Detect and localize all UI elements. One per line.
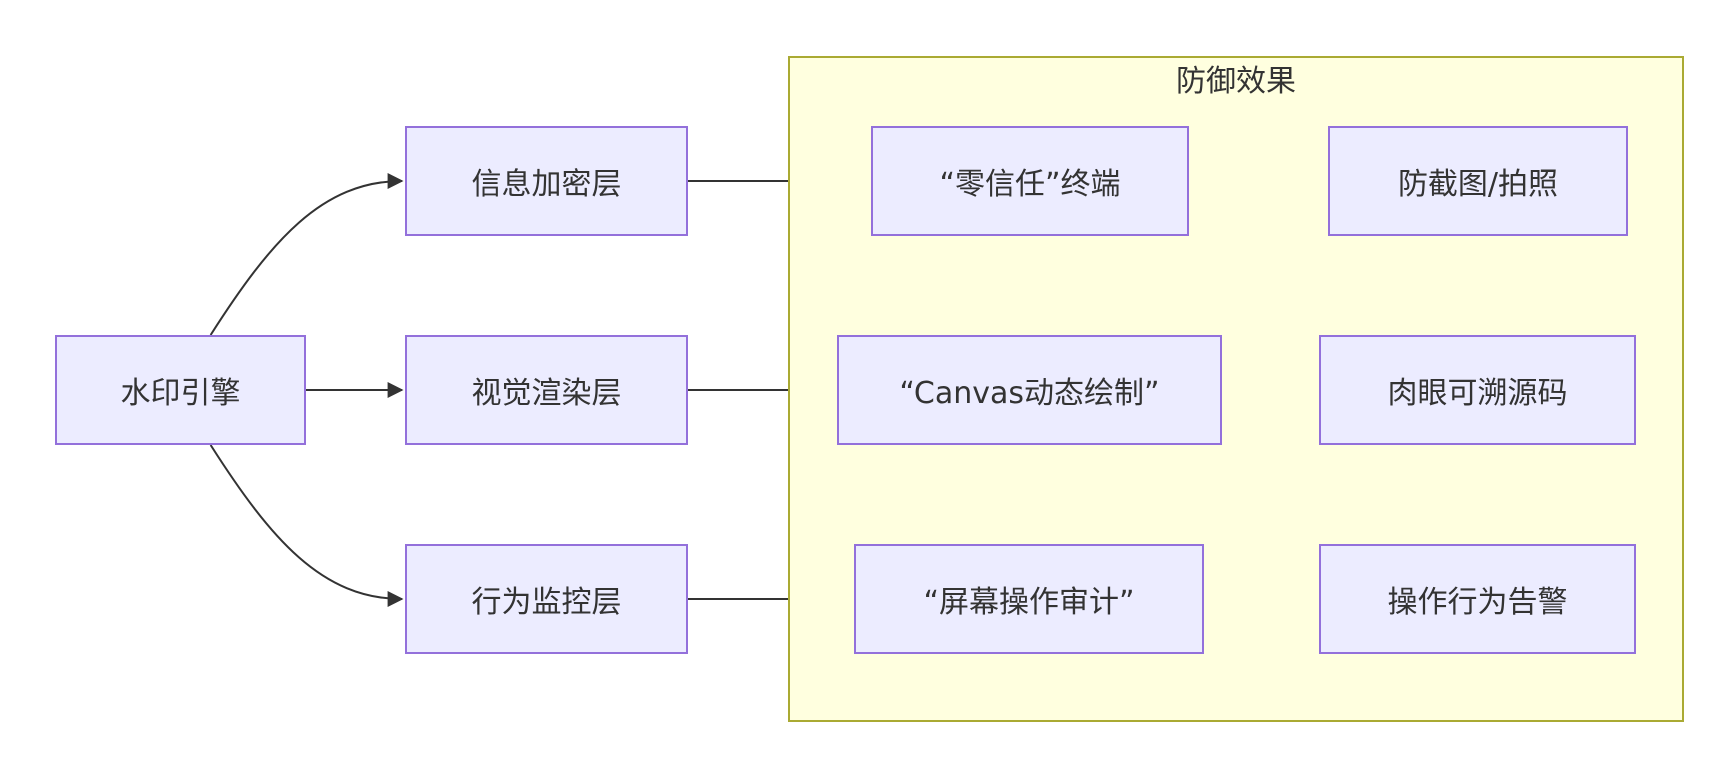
node-encryption-layer: 信息加密层 [405, 126, 688, 236]
node-zero-trust-terminal: “零信任”终端 [871, 126, 1189, 236]
edge-engine-to-encryption [209, 173, 404, 336]
node-anti-screenshot: 防截图/拍照 [1328, 126, 1628, 236]
group-title: 防御效果 [1176, 64, 1296, 99]
node-visible-trace-code: 肉眼可溯源码 [1319, 335, 1636, 445]
node-watermark-engine: 水印引擎 [55, 335, 306, 445]
node-canvas-dynamic-draw: “Canvas动态绘制” [837, 335, 1222, 445]
edge-engine-to-behavior [209, 444, 404, 607]
node-screen-operation-audit: “屏幕操作审计” [854, 544, 1204, 654]
node-behavior-monitor-layer: 行为监控层 [405, 544, 688, 654]
node-behavior-alert: 操作行为告警 [1319, 544, 1636, 654]
node-visual-render-layer: 视觉渲染层 [405, 335, 688, 445]
